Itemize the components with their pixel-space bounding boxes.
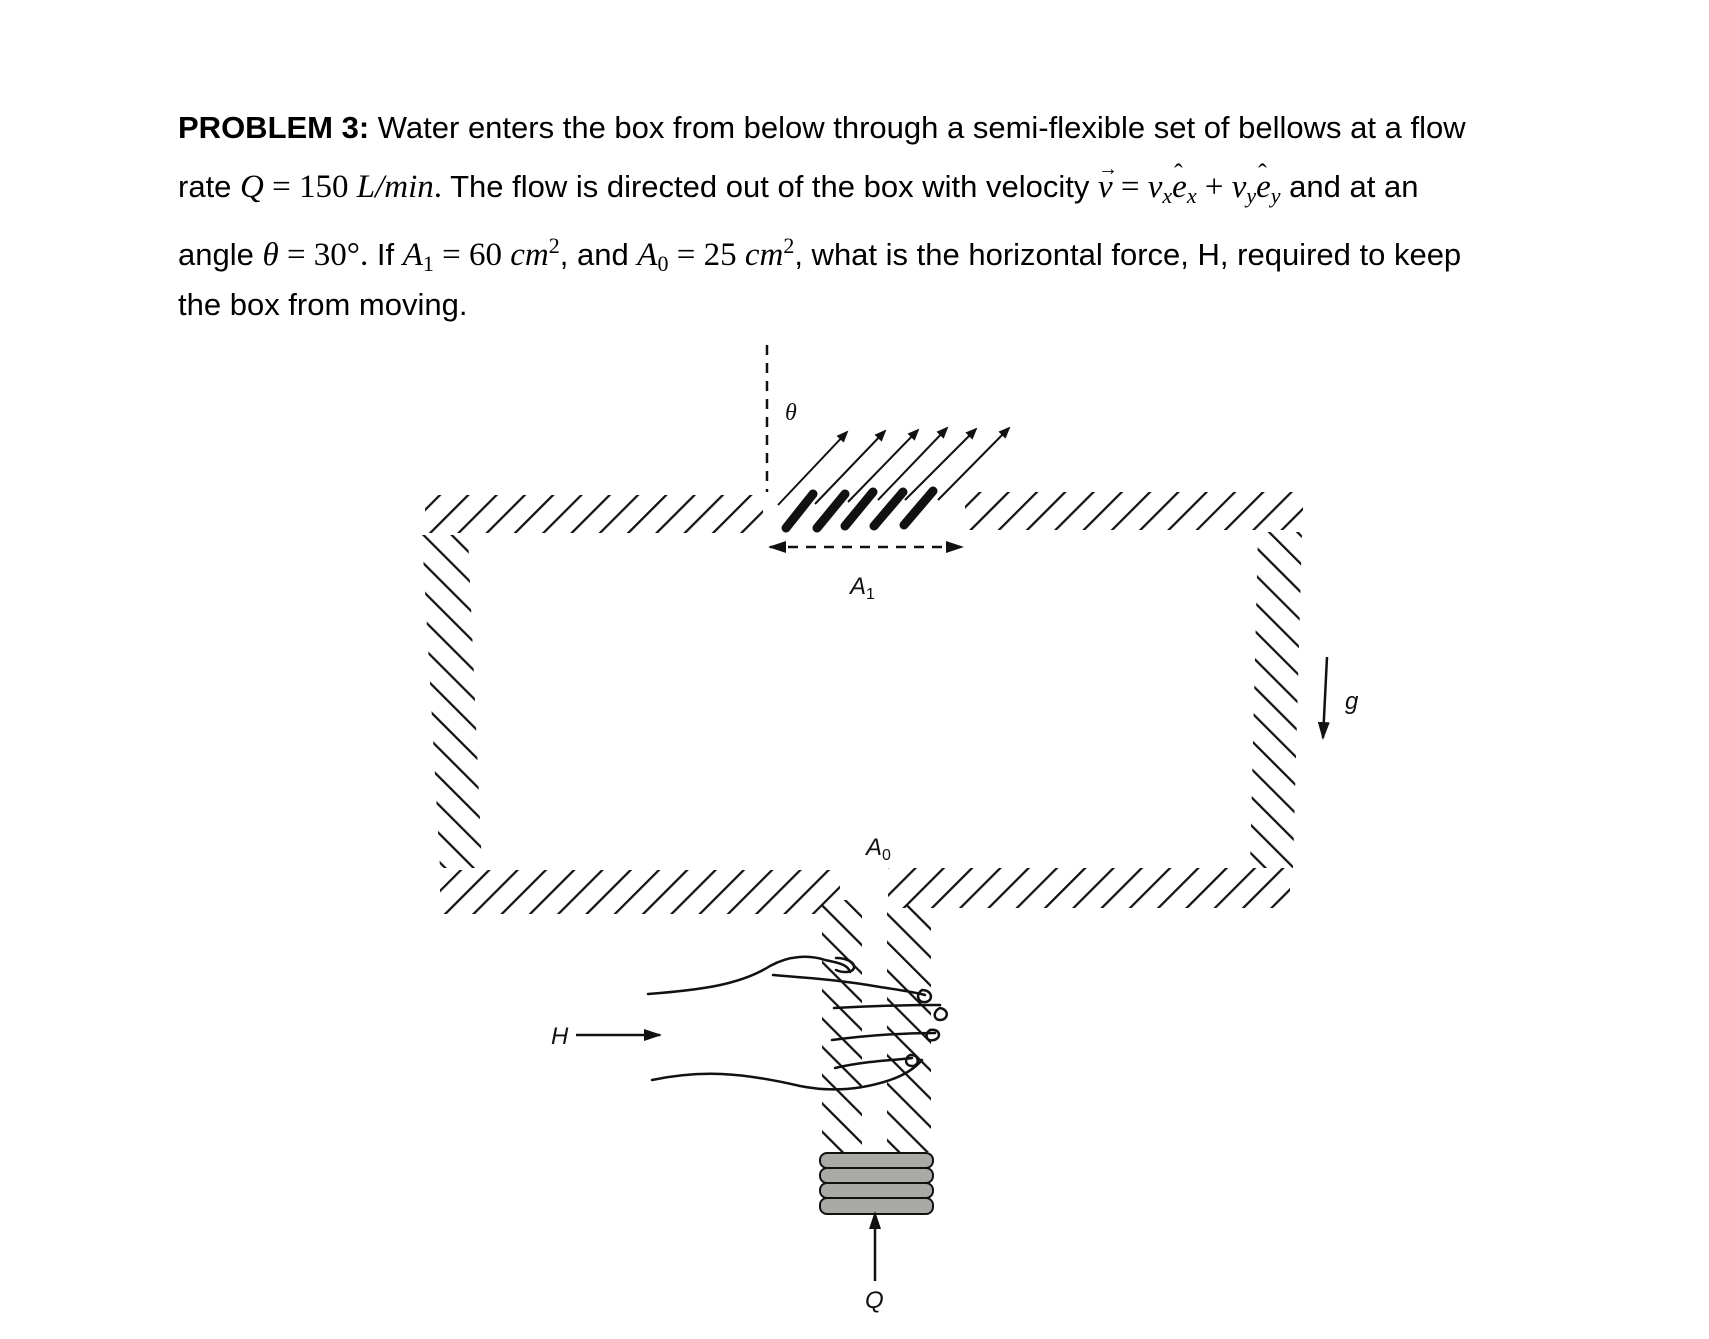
theta-value: = 30°. (278, 237, 369, 273)
label-a0-var: A (866, 834, 883, 861)
problem-line-3: angle θ = 30°. If A1 = 60 cm2, and A0 = … (178, 216, 1598, 276)
exp-2: 2 (783, 233, 795, 258)
bottom-wall-left (440, 870, 840, 914)
problem-line-2: rate Q = 150 L/min. The flow is directed… (178, 140, 1598, 216)
outflow-arrow-icon (814, 429, 887, 505)
a0-equation: A0 = 25 cm2 (637, 233, 794, 276)
q-value: = 150 (263, 169, 357, 205)
label-a1: A1 (850, 573, 875, 604)
exp-2: 2 (548, 233, 560, 258)
a0-value: = 25 (668, 237, 745, 273)
sub-x: x (1186, 183, 1197, 208)
var-a1: A (402, 237, 423, 273)
label-h: H (551, 1023, 569, 1050)
bellows-segment (819, 1182, 934, 1199)
sub-0: 0 (657, 251, 669, 276)
bellows (819, 1152, 934, 1215)
label-g: g (1345, 688, 1359, 715)
text-question: , what is the horizontal force, H, requi… (794, 237, 1462, 272)
sub-y: y (1246, 183, 1257, 208)
pipe-right-wall (887, 905, 931, 1152)
outflow-arrow-icon (877, 426, 949, 501)
problem-heading: PROBLEM 3: (178, 110, 370, 145)
var-q: Q (240, 169, 264, 205)
bellows-segment (819, 1167, 934, 1184)
sub-x: x (1162, 183, 1173, 208)
problem-statement: PROBLEM 3: Water enters the box from bel… (178, 98, 1598, 334)
outflow-arrow-icon (904, 427, 978, 501)
var-vx: v (1147, 169, 1163, 205)
unit-vector-ex: e (1172, 144, 1187, 217)
outlet-grille (781, 486, 938, 533)
unit-vector-ey: e (1256, 144, 1271, 217)
label-a0: A0 (866, 834, 891, 865)
text-rate: rate (178, 169, 241, 204)
bellows-segment (819, 1197, 934, 1215)
bottom-wall-right (888, 868, 1290, 908)
label-q: Q (865, 1287, 884, 1314)
velocity-equation: v = vxex + vyey (1098, 140, 1281, 208)
text-flow-directed: The flow is directed out of the box with… (442, 169, 1098, 204)
a1-equation: A1 = 60 cm2 (402, 233, 560, 276)
top-wall-right (965, 492, 1303, 530)
pipe-left-wall (822, 900, 862, 1152)
hand-icon (646, 955, 948, 1091)
a1-unit: cm (510, 237, 549, 273)
var-vy: v (1231, 169, 1247, 205)
outflow-arrows (777, 426, 1011, 506)
problem-line-1: PROBLEM 3: Water enters the box from bel… (178, 98, 1598, 157)
a0-unit: cm (744, 237, 784, 273)
var-theta: θ (262, 237, 279, 273)
outflow-arrow-icon (847, 428, 920, 503)
problem-line-4-text: the box from moving. (178, 287, 468, 322)
sub-1: 1 (422, 251, 434, 276)
top-wall-left (425, 495, 763, 533)
var-v-vector: v (1098, 140, 1118, 217)
text-if: If (368, 237, 403, 272)
outflow-arrow-icon (777, 430, 849, 506)
text-and-at-an: and at an (1280, 169, 1419, 204)
problem-line-1-text: Water enters the box from below through … (369, 110, 1466, 145)
a1-value: = 60 (433, 237, 511, 273)
flow-rate-equation: Q = 150 L/min. (240, 169, 442, 205)
label-theta: θ (785, 400, 797, 426)
text-and: , and (559, 237, 638, 272)
label-a0-sub: 0 (882, 847, 891, 864)
sub-y: y (1270, 183, 1281, 208)
text-angle: angle (178, 237, 263, 272)
label-a1-var: A (850, 573, 867, 600)
gravity-arrow-icon (1317, 656, 1330, 740)
angle-equation: θ = 30°. (262, 237, 368, 273)
left-wall (422, 535, 482, 868)
bellows-segment (819, 1152, 934, 1169)
q-unit: L/min (356, 169, 434, 205)
label-a1-sub: 1 (866, 586, 875, 603)
equals-sign: = (1112, 169, 1148, 205)
problem-line-4: the box from moving. (178, 275, 1598, 334)
outflow-arrow-icon (937, 426, 1011, 501)
var-a0: A (637, 237, 658, 273)
plus-sign: + (1196, 169, 1232, 205)
right-wall (1250, 532, 1302, 868)
q-period: . (433, 169, 443, 205)
